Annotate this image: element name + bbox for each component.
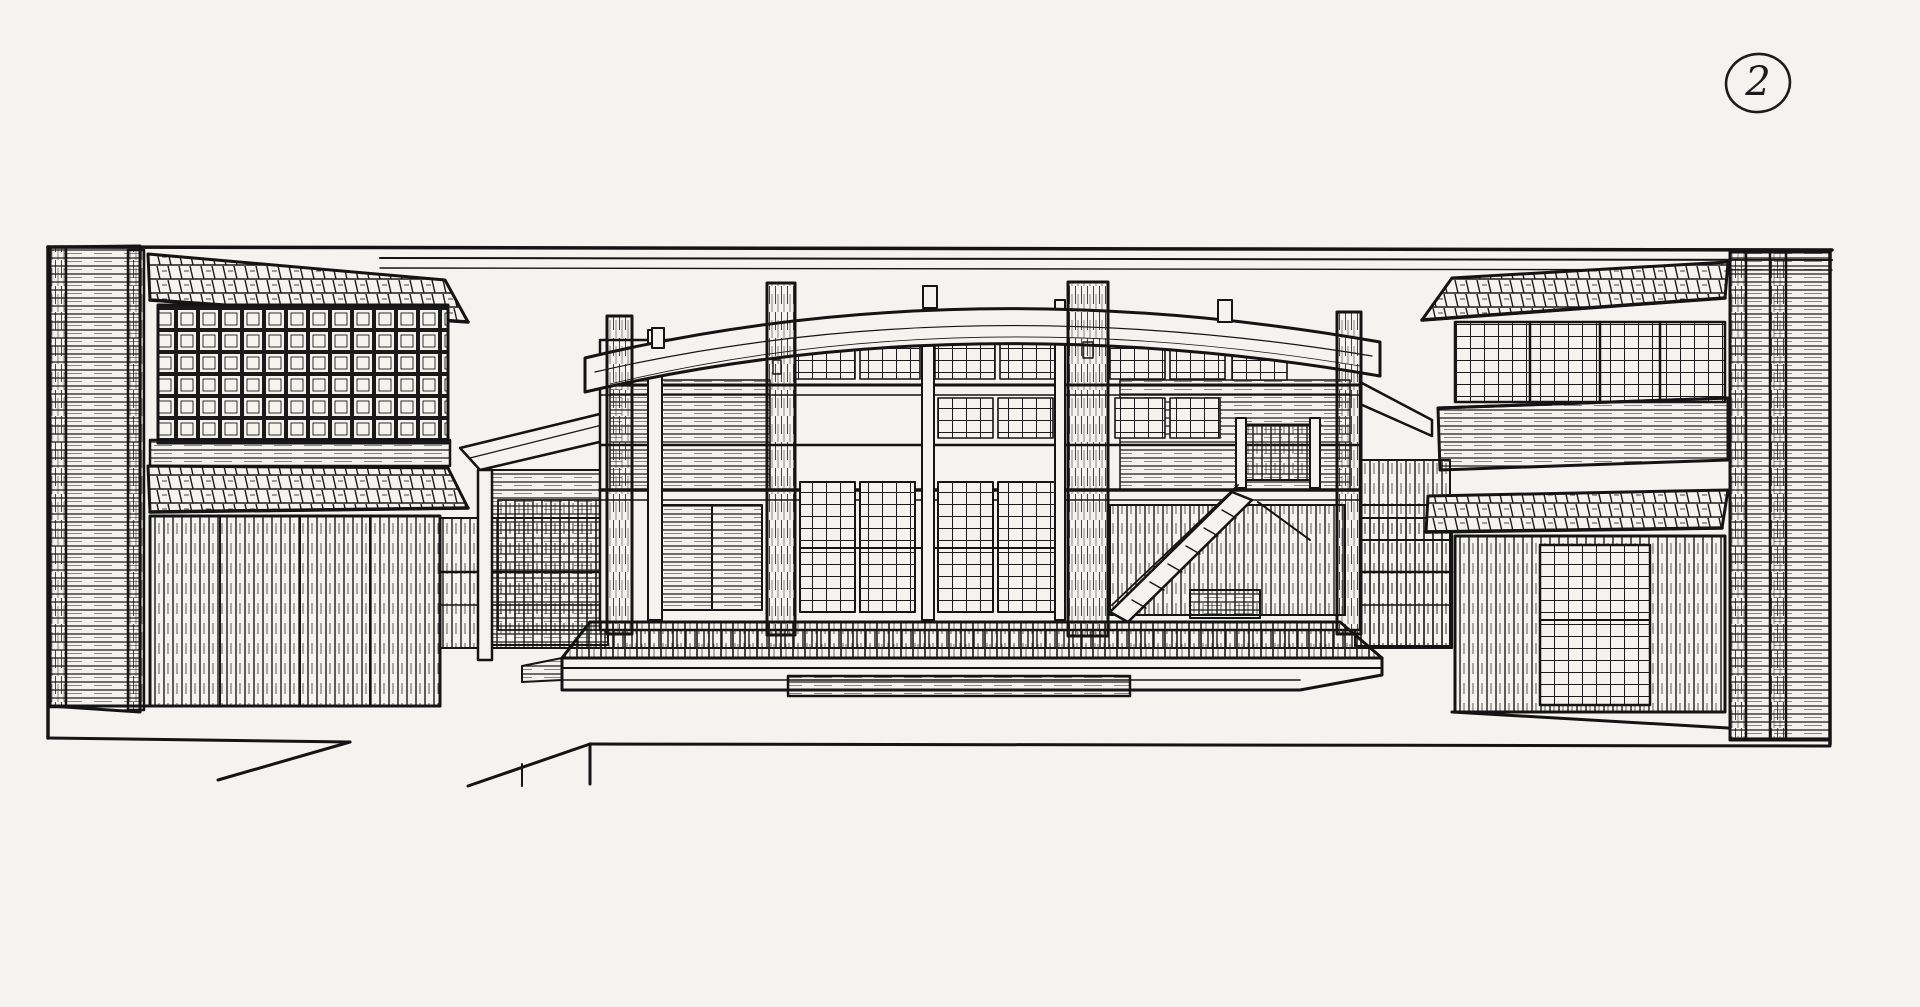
upper-balcony	[1235, 417, 1322, 489]
page-number-label: 2	[1745, 59, 1771, 105]
diagonal-staircase	[1108, 484, 1311, 624]
circle-mark-icon	[1724, 52, 1792, 114]
left-building	[48, 244, 470, 714]
stage-deck	[521, 620, 1384, 698]
central-left-wing	[458, 410, 610, 662]
proscenium-frame	[46, 245, 1834, 748]
stage-apron-lines	[216, 740, 592, 788]
main-posts	[605, 280, 1363, 638]
page-number-circle: 2	[1722, 46, 1794, 118]
right-building	[1420, 250, 1832, 742]
